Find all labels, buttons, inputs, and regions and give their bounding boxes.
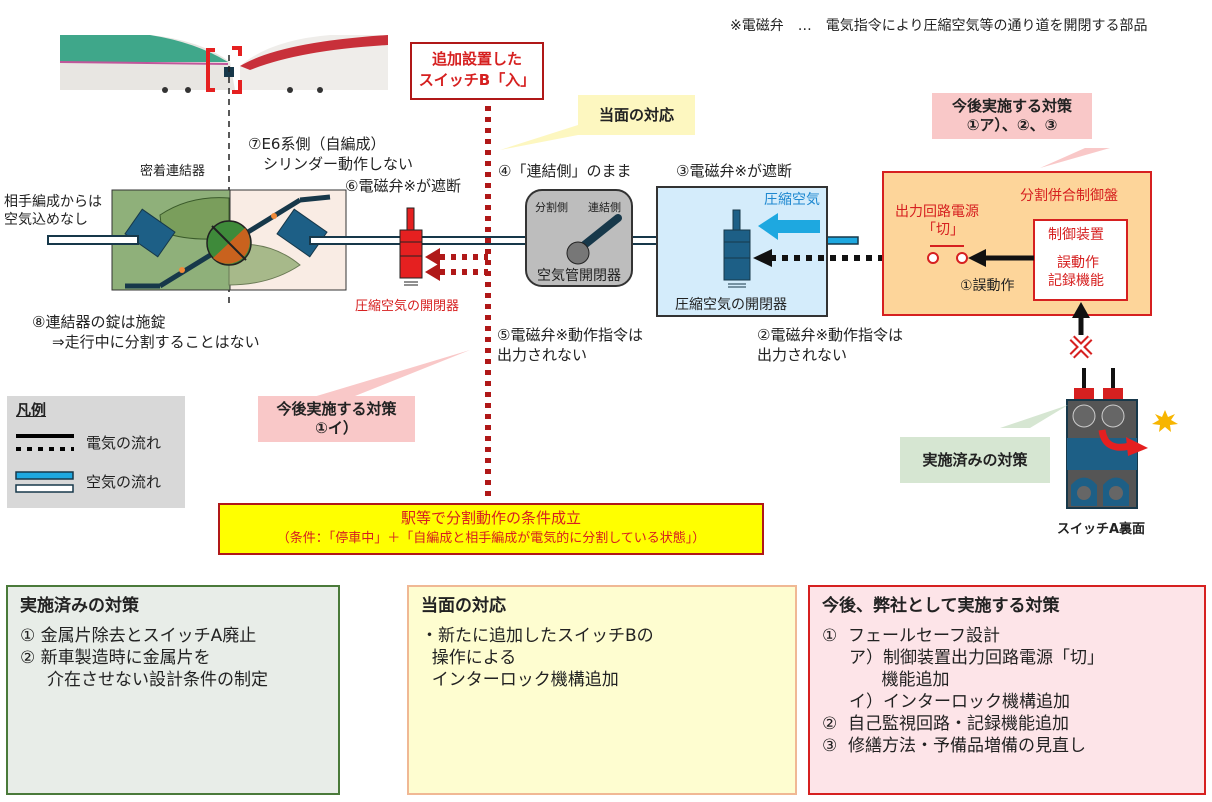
no-air-label-1: 相手編成からは — [4, 194, 102, 210]
panel-future: 今後、弊社として実施する対策 ① フェールセーフ設計 ア）制御装置出力回路電源「… — [808, 585, 1206, 795]
valve6-label: ⑥電磁弁※が遮断 — [345, 177, 462, 195]
couple-side-label: 連結側 — [588, 201, 621, 214]
malfunction-label: ①誤動作 — [960, 278, 1015, 294]
callout-immediate: 当面の対応 — [578, 95, 695, 135]
step2-label-1: ②電磁弁※動作指令は — [757, 326, 904, 344]
controller-label: 制御装置 — [1048, 227, 1104, 243]
panel-future-title: 今後、弊社として実施する対策 — [822, 596, 1060, 616]
step3-label: ③電磁弁※が遮断 — [676, 162, 793, 180]
switch-a-label: スイッチA裏面 — [1057, 522, 1146, 537]
panel-immediate: 当面の対応 ・新たに追加したスイッチBの 操作による インターロック機構追加 — [407, 585, 797, 795]
step2-label-2: 出力されない — [757, 346, 848, 364]
train-e5-icon — [59, 35, 235, 93]
condition-box: 駅等で分割動作の条件成立 （条件：「停車中」＋「自編成と相手編成が電気的に分割し… — [218, 503, 764, 555]
step5-label-2: 出力されない — [497, 346, 588, 364]
solenoid-note: ※電磁弁 … 電気指令により圧縮空気等の通り道を開閉する部品 — [730, 18, 1148, 34]
compressed-air-label: 圧縮空気 — [764, 192, 820, 208]
power-off-label-2: 「切」 — [922, 222, 964, 238]
e6-side-label-1: ⑦E6系側（自編成） — [248, 135, 386, 153]
lock-label-1: ⑧連結器の錠は施錠 — [32, 313, 166, 331]
blue-valve-label: 圧縮空気の開閉器 — [675, 297, 787, 313]
e6-side-label-2: シリンダー動作しない — [263, 155, 414, 173]
red-valve-label: 圧縮空気の開閉器 — [355, 299, 460, 314]
air-switch-label: 空気管開閉器 — [537, 268, 621, 284]
control-panel-label: 分割併合制御盤 — [1020, 188, 1118, 204]
legend-air: 空気の流れ — [86, 473, 162, 491]
step4-label: ④「連結側」のまま — [498, 162, 632, 180]
cross-icon — [1069, 335, 1093, 359]
power-off-label-1: 出力回路電源 — [895, 204, 979, 220]
legend-title: 凡例 — [16, 401, 47, 419]
panel-immediate-title: 当面の対応 — [421, 596, 506, 616]
malfunction-record-label-1: 誤動作 — [1057, 255, 1099, 271]
panel-implemented-title: 実施済みの対策 — [20, 596, 139, 616]
panel-implemented: 実施済みの対策 ① 金属片除去とスイッチA廃止 ② 新車製造時に金属片を 介在さ… — [6, 585, 340, 795]
callout-future-top: 今後実施する対策 ①ア）、②、③ — [932, 93, 1092, 139]
legend-electric: 電気の流れ — [86, 434, 162, 452]
callout-implemented: 実施済みの対策 — [900, 437, 1050, 483]
no-air-label-2: 空気込めなし — [4, 212, 88, 228]
step5-label-1: ⑤電磁弁※動作指令は — [497, 326, 644, 344]
switch-b-box: 追加設置した スイッチB「入」 — [410, 42, 544, 100]
blue-valve-icon — [723, 209, 751, 288]
split-side-label: 分割側 — [535, 201, 568, 214]
switch-a-icon — [1066, 368, 1178, 509]
train-e6-icon — [240, 35, 388, 93]
red-valve-icon — [399, 207, 423, 286]
callout-future-mid: 今後実施する対策 ①イ） — [258, 396, 415, 442]
malfunction-record-label-2: 記録機能 — [1048, 273, 1104, 289]
coupler-label: 密着連結器 — [140, 164, 206, 179]
lock-label-2: ⇒走行中に分割することはない — [52, 333, 260, 351]
